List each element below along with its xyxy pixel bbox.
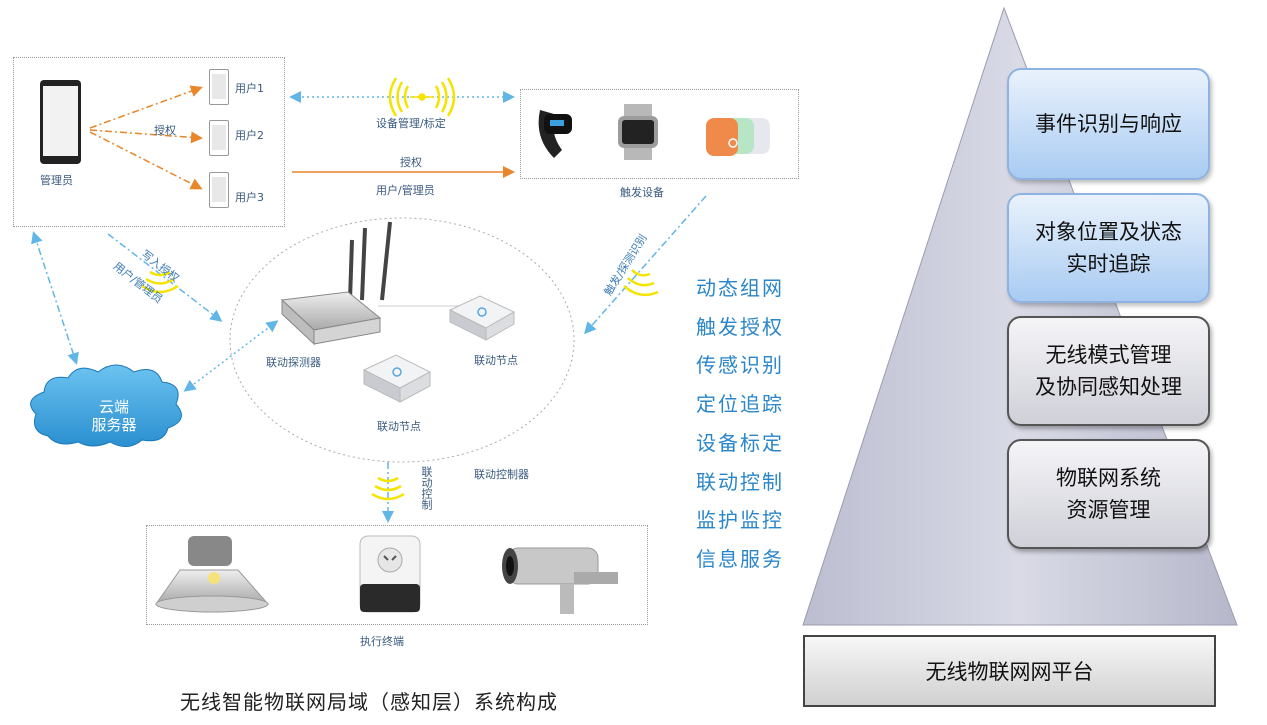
cloud-line-1: 云端 <box>98 398 129 416</box>
industrial-lamp-image <box>155 536 270 613</box>
user-label-2: 用户2 <box>235 129 264 142</box>
node-label-2: 联动节点 <box>377 420 421 433</box>
pyramid-level-2-line2: 实时追踪 <box>1066 252 1151 276</box>
wristband-image <box>538 110 572 158</box>
user-phone-image-1 <box>209 69 229 105</box>
smart-tag-image <box>706 118 770 156</box>
platform-base: 无线物联网网平台 <box>803 635 1216 707</box>
figure-caption: 无线智能物联网局域（感知层）系统构成 <box>180 690 558 714</box>
linkage-detector-image <box>280 221 392 346</box>
function-item-2: 触发授权 <box>696 315 784 339</box>
pyramid-level-2: 对象位置及状态 实时追踪 <box>1007 193 1210 303</box>
pyramid-level-3-line2: 及协同感知处理 <box>1035 375 1182 399</box>
smart-socket-image <box>359 535 421 613</box>
cloud-server-text: 云端 服务器 <box>76 398 152 434</box>
function-item-5: 设备标定 <box>696 431 784 455</box>
cloud-line-2: 服务器 <box>91 416 137 434</box>
user-admin-label: 用户/管理员 <box>376 184 435 197</box>
function-item-6: 联动控制 <box>696 470 784 494</box>
smartwatch-image <box>618 104 658 160</box>
detector-zone <box>229 217 575 463</box>
authorize-small-label: 授权 <box>154 124 176 137</box>
cloud-server-icon <box>30 364 182 447</box>
authorize-label: 授权 <box>400 156 422 169</box>
function-item-4: 定位追踪 <box>696 392 784 416</box>
manager-phone-image <box>40 80 81 164</box>
function-item-1: 动态组网 <box>696 276 784 300</box>
pyramid-level-1-line1: 事件识别与响应 <box>1035 112 1182 136</box>
linkage-node-image-2 <box>362 354 432 403</box>
node-label-1: 联动节点 <box>474 354 518 367</box>
function-item-7: 监护监控 <box>696 508 784 532</box>
executor-box <box>146 525 648 625</box>
executor-label: 执行终端 <box>360 635 404 648</box>
pyramid-level-4-line1: 物联网系统 <box>1056 466 1161 490</box>
device-mgmt-label: 设备管理/标定 <box>376 117 446 130</box>
wireless-wave-icon <box>388 77 456 117</box>
linkage-node-image-1 <box>448 295 516 341</box>
pyramid-level-3-line1: 无线模式管理 <box>1045 343 1172 367</box>
trigger-devices-box <box>520 89 799 179</box>
function-item-3: 传感识别 <box>696 353 784 377</box>
user-phone-image-3 <box>209 172 229 208</box>
pyramid-level-1: 事件识别与响应 <box>1007 68 1210 180</box>
detector-label: 联动探测器 <box>266 356 321 369</box>
linkage-controller-label: 联动控制器 <box>474 468 529 481</box>
manager-label: 管理员 <box>40 174 73 187</box>
pyramid-level-4: 物联网系统 资源管理 <box>1007 439 1210 549</box>
pyramid-level-4-line2: 资源管理 <box>1066 498 1151 522</box>
pyramid-level-3: 无线模式管理 及协同感知处理 <box>1007 316 1210 426</box>
function-item-8: 信息服务 <box>696 547 784 571</box>
user-label-1: 用户1 <box>235 82 264 95</box>
user-label-3: 用户3 <box>235 191 264 204</box>
pyramid-level-2-line1: 对象位置及状态 <box>1035 220 1182 244</box>
user-phone-image-2 <box>209 120 229 156</box>
linkage-control-label: 联动控制 <box>420 466 433 510</box>
surveillance-camera-image <box>502 547 618 614</box>
manager-group-box <box>13 57 285 227</box>
trigger-devices-label: 触发设备 <box>620 186 664 199</box>
